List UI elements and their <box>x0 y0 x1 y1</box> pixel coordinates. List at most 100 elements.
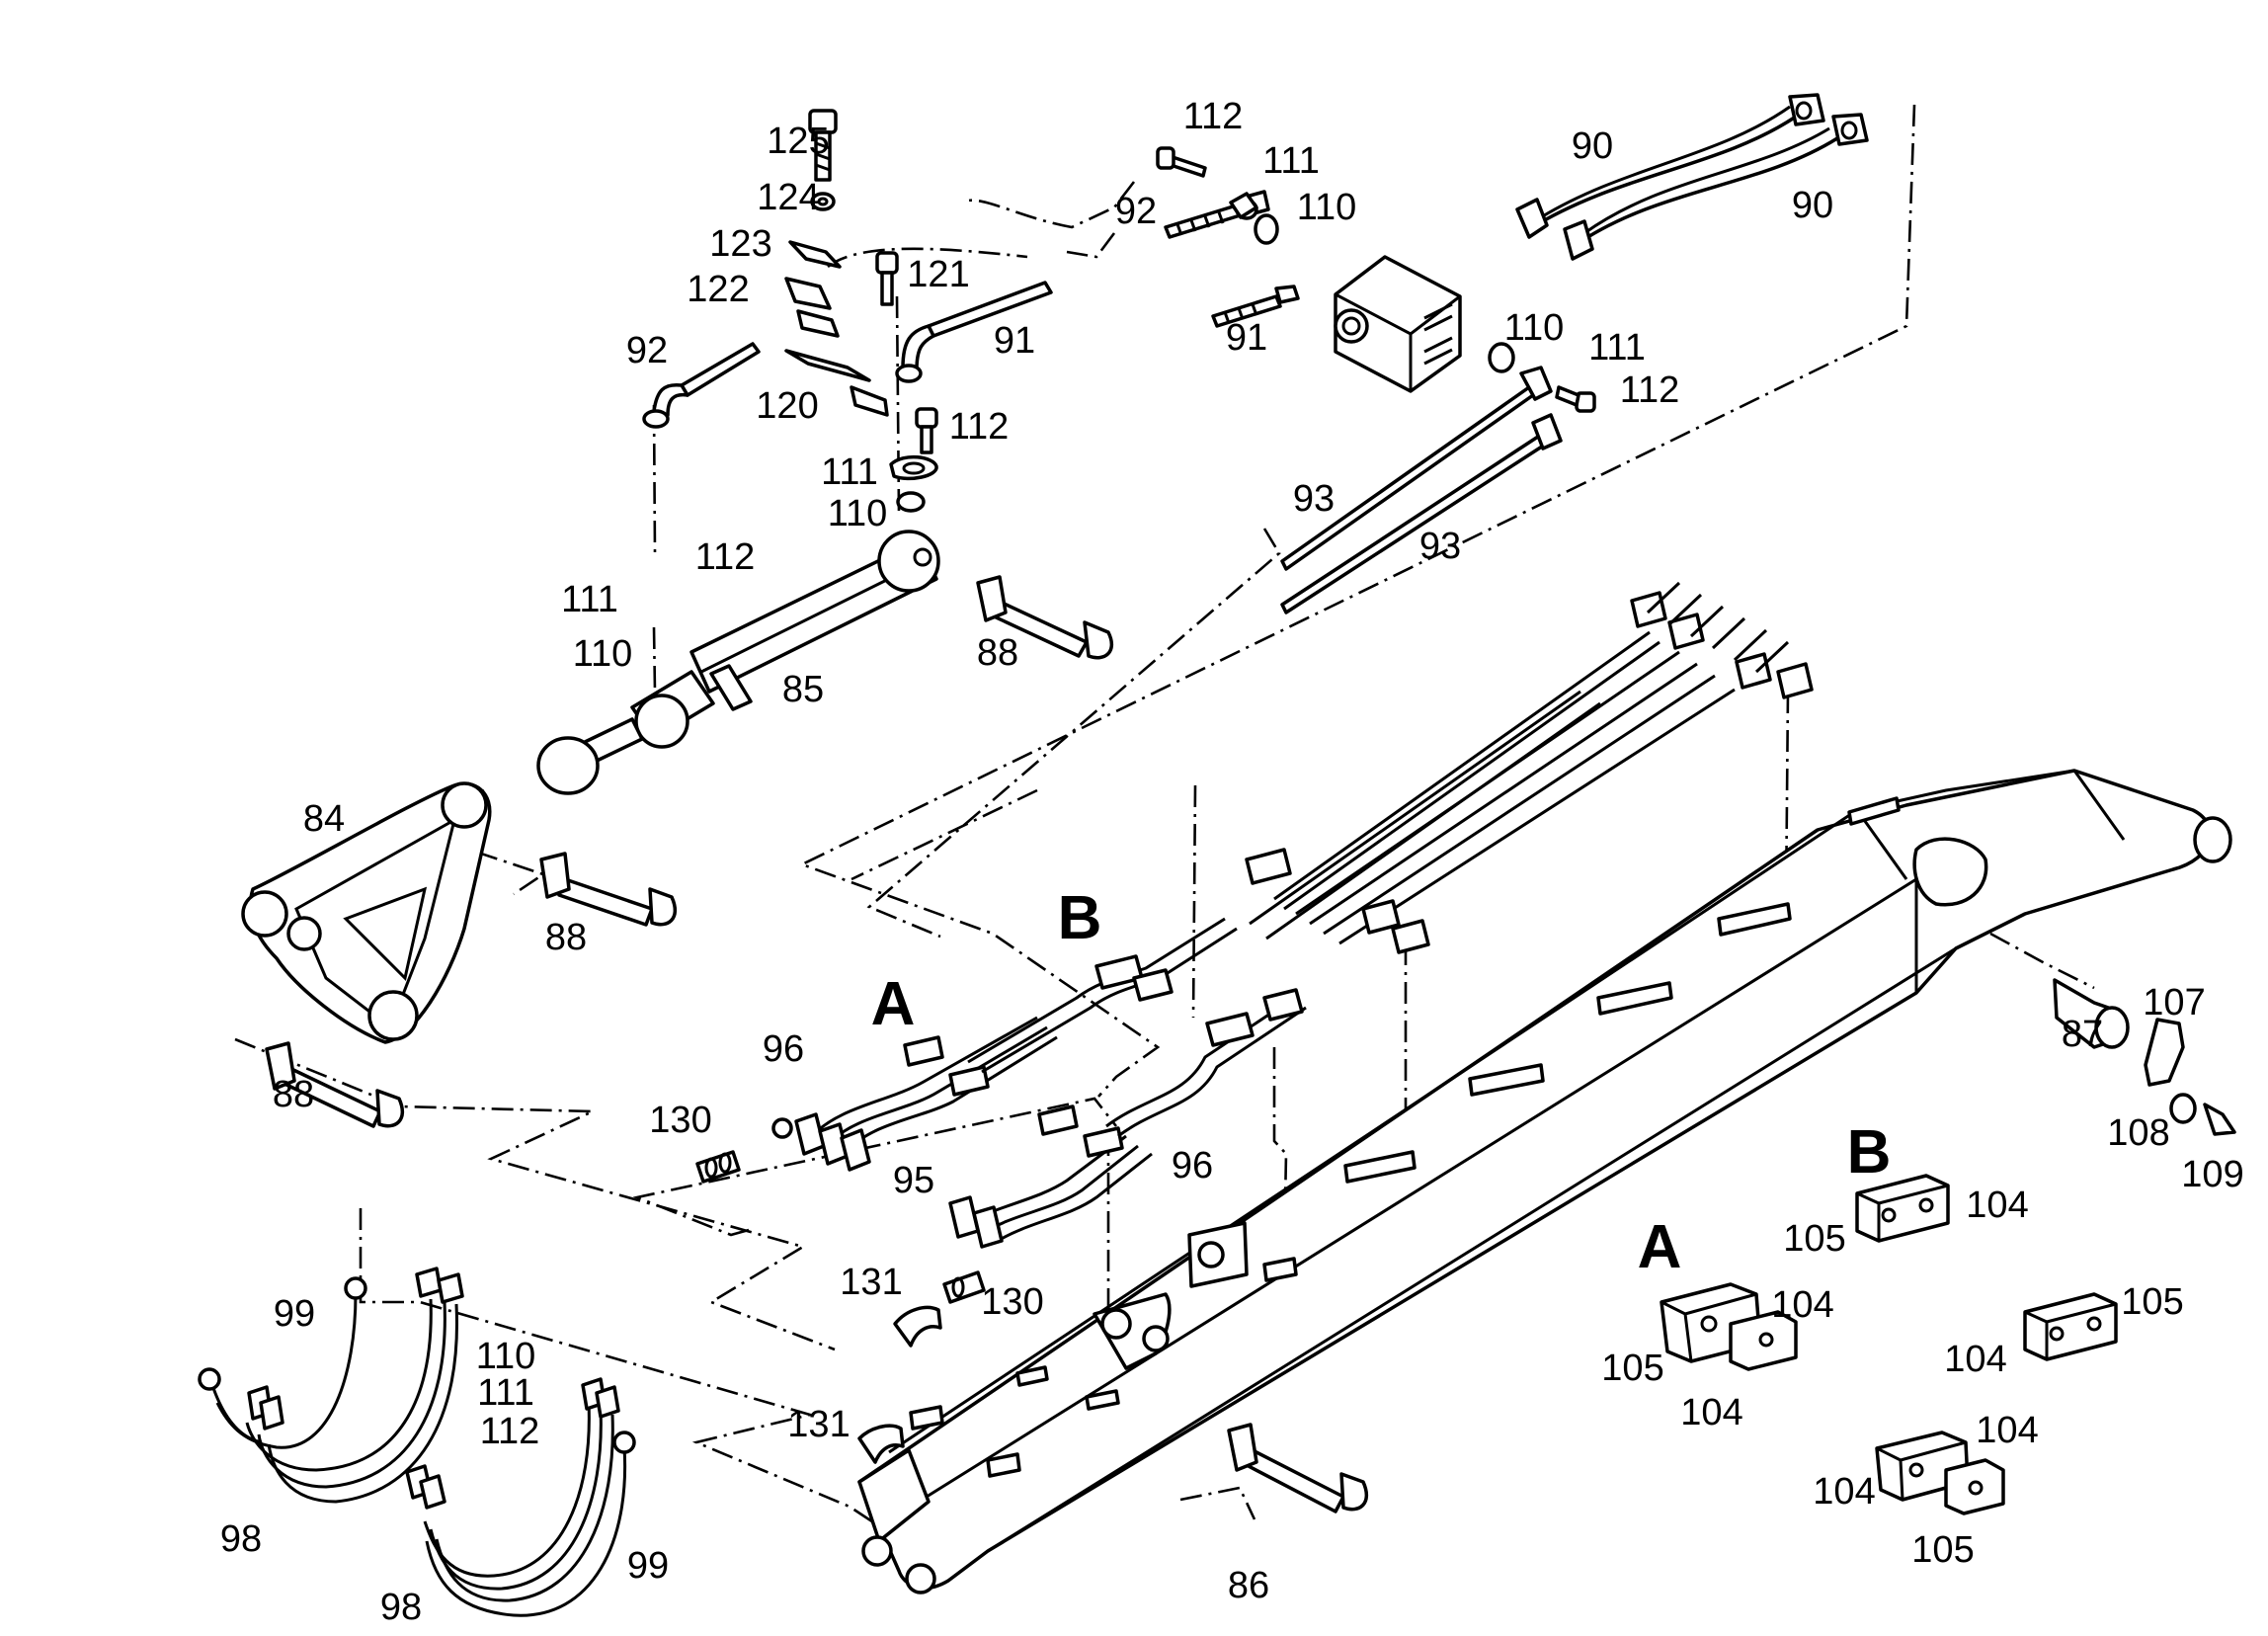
label-93: 93 <box>1292 478 1336 520</box>
label-91: 91 <box>1225 317 1268 359</box>
section-key-b: B <box>1846 1118 1892 1186</box>
pin-icon <box>539 852 678 927</box>
pipe-bundle-icon <box>1245 581 1814 954</box>
label-99: 99 <box>273 1293 316 1335</box>
label-111: 111 <box>561 579 618 620</box>
label-109: 109 <box>2181 1154 2244 1195</box>
clamp-icon <box>889 454 938 481</box>
boom-arm-icon <box>857 769 2232 1595</box>
label-104: 104 <box>1944 1339 2007 1380</box>
valve-block-icon <box>1334 255 1462 393</box>
label-123: 123 <box>709 223 772 265</box>
bracket-icon <box>2144 1018 2236 1136</box>
label-99: 99 <box>626 1545 670 1587</box>
clamp-icon <box>1229 192 1258 219</box>
label-111: 111 <box>821 451 878 493</box>
label-112: 112 <box>948 406 1010 448</box>
label-88: 88 <box>976 632 1019 674</box>
label-90: 90 <box>1571 125 1614 167</box>
label-92: 92 <box>1114 191 1158 232</box>
label-98: 98 <box>379 1587 423 1628</box>
label-88: 88 <box>544 917 588 958</box>
section-key-a: A <box>1637 1213 1682 1281</box>
hose-icon <box>1515 93 1869 261</box>
washer-icon <box>1254 213 1515 373</box>
label-124: 124 <box>757 177 820 218</box>
pipe-clamp-icon <box>2023 1292 2118 1361</box>
label-86: 86 <box>1227 1565 1270 1606</box>
bolt-icon <box>1555 385 1596 413</box>
label-105: 105 <box>1601 1348 1664 1389</box>
label-90: 90 <box>1791 185 1834 226</box>
label-112: 112 <box>1619 369 1680 411</box>
label-110: 110 <box>475 1336 536 1377</box>
pin-icon <box>265 1041 405 1128</box>
label-110: 110 <box>1503 307 1565 349</box>
hose-icon <box>1164 190 1270 239</box>
label-125: 125 <box>767 121 830 162</box>
bolt-icon <box>1156 146 1207 178</box>
label-84: 84 <box>302 798 346 840</box>
section-key-a: A <box>870 970 916 1038</box>
washer-icon <box>810 192 836 211</box>
pipe-clamp-icon <box>1875 1431 2005 1515</box>
label-105: 105 <box>1911 1529 1975 1571</box>
pipe-clamp-icon <box>1660 1282 1798 1371</box>
label-88: 88 <box>272 1074 315 1115</box>
hydraulic-cylinder-icon <box>536 530 940 795</box>
label-104: 104 <box>1813 1471 1876 1513</box>
label-105: 105 <box>2121 1281 2184 1323</box>
hose-icon <box>198 1267 636 1617</box>
label-122: 122 <box>687 269 750 310</box>
hose-icon <box>794 917 1307 1249</box>
section-key-b: B <box>1057 884 1102 952</box>
label-120: 120 <box>756 385 819 427</box>
bolt-icon <box>808 109 838 182</box>
pipe-clamp-icon <box>1187 796 1901 1288</box>
label-104: 104 <box>1771 1284 1834 1326</box>
label-96: 96 <box>1171 1145 1214 1186</box>
label-96: 96 <box>762 1028 805 1070</box>
label-93: 93 <box>1418 526 1462 567</box>
pin-icon <box>2053 978 2130 1049</box>
label-131: 131 <box>840 1262 903 1303</box>
label-87: 87 <box>2061 1014 2104 1055</box>
label-105: 105 <box>1783 1218 1846 1260</box>
label-91: 91 <box>993 320 1036 362</box>
bracket-icon <box>241 781 492 1044</box>
bracket-icon <box>909 1292 1172 1478</box>
pipe-clamp-icon <box>1855 1174 1950 1243</box>
washer-icon <box>896 491 926 513</box>
label-104: 104 <box>1976 1410 2039 1451</box>
label-131: 131 <box>787 1404 850 1445</box>
bolt-icon <box>915 407 938 454</box>
label-110: 110 <box>572 633 633 675</box>
fitting-icon <box>695 1117 793 1184</box>
label-111: 111 <box>1262 140 1320 182</box>
label-112: 112 <box>1182 96 1244 137</box>
bolt-icon <box>875 251 899 306</box>
label-110: 110 <box>1296 187 1357 228</box>
hose-icon <box>895 281 1053 383</box>
label-130: 130 <box>981 1281 1044 1323</box>
label-85: 85 <box>781 669 825 710</box>
label-107: 107 <box>2143 982 2206 1023</box>
label-121: 121 <box>907 254 970 295</box>
pipe-icon <box>1280 366 1563 614</box>
clamp-icon <box>784 240 889 417</box>
label-110: 110 <box>827 493 888 534</box>
hose-icon <box>642 342 761 429</box>
pin-icon <box>976 575 1114 660</box>
label-111: 111 <box>1588 327 1646 368</box>
label-92: 92 <box>625 330 669 371</box>
fitting-icon <box>857 1270 986 1464</box>
label-98: 98 <box>219 1518 263 1560</box>
label-112: 112 <box>479 1411 540 1452</box>
label-130: 130 <box>649 1100 712 1141</box>
label-112: 112 <box>694 536 756 578</box>
label-104: 104 <box>1966 1185 2029 1226</box>
label-108: 108 <box>2107 1112 2170 1154</box>
pin-icon <box>1227 1423 1369 1513</box>
